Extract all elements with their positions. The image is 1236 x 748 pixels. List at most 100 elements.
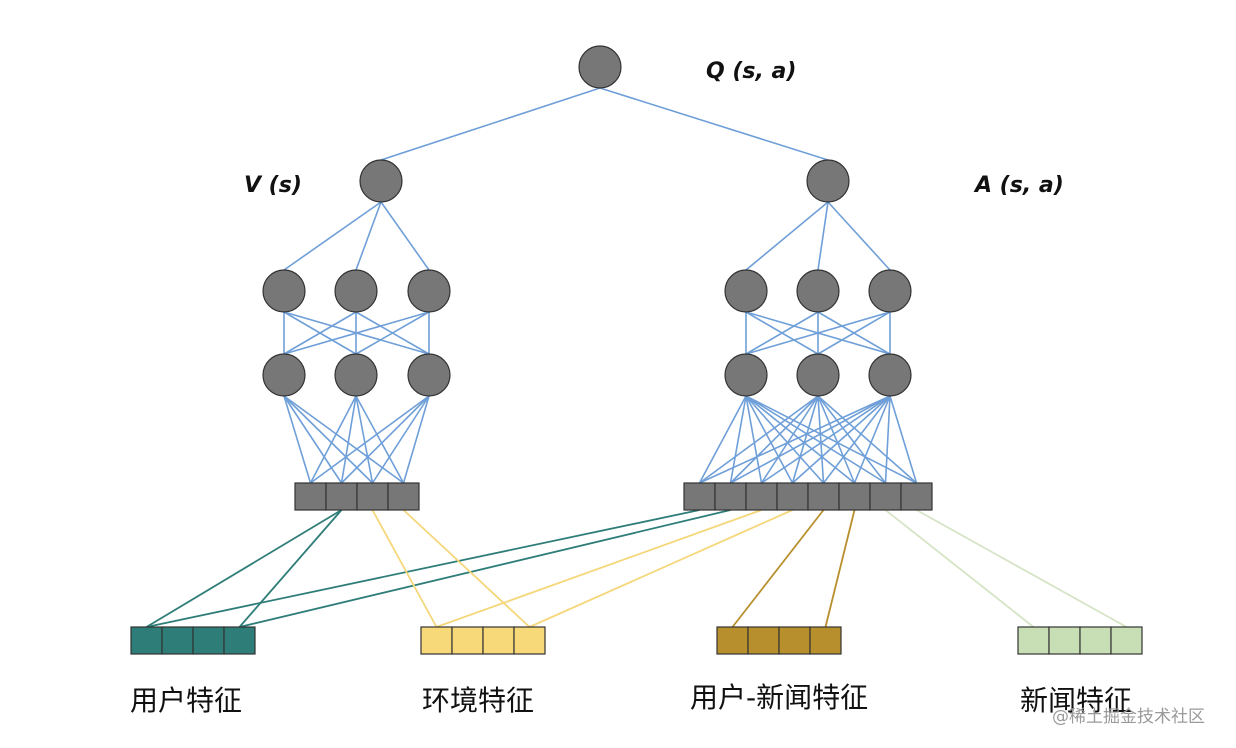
edge-r2-in-0-3 xyxy=(745,395,794,484)
edge-a-r1-1 xyxy=(817,201,829,271)
edge-l2-in-2-1 xyxy=(340,395,430,484)
feature-label-env: 环境特征 xyxy=(422,684,534,717)
edge-r2-in-1-1 xyxy=(729,395,819,484)
adv-input-cell-5 xyxy=(838,482,871,511)
news-feature-cell-3 xyxy=(1110,626,1143,655)
q-node xyxy=(578,45,622,89)
edge-l1-l2-1-0 xyxy=(283,311,357,355)
news-feature-cell-1 xyxy=(1048,626,1081,655)
adv-input-cell-6 xyxy=(869,482,902,511)
edge-a-r1-2 xyxy=(827,201,891,271)
edge-r2-in-0-4 xyxy=(745,395,825,484)
feature-label-news: 新闻特征 xyxy=(1020,684,1132,717)
link-user-left-a xyxy=(146,509,342,628)
user-feature-cell-3 xyxy=(223,626,256,655)
link-usernews-b xyxy=(824,509,856,628)
env-feature-cell-3 xyxy=(513,626,546,655)
edge-r2-in-2-1 xyxy=(730,395,891,484)
edge-r2-in-2-2 xyxy=(761,395,891,484)
edge-r2-in-2-7 xyxy=(889,395,918,484)
adv-input-cell-0 xyxy=(683,482,716,511)
edge-r2-in-1-5 xyxy=(817,395,856,484)
value-hidden2-node-0 xyxy=(262,353,306,397)
adv-hidden2-node-0 xyxy=(724,353,768,397)
edge-l2-in-0-2 xyxy=(283,395,374,484)
env-feature-cell-0 xyxy=(420,626,453,655)
adv-input-cell-3 xyxy=(776,482,809,511)
edge-r2-in-0-5 xyxy=(745,395,856,484)
edge-r2-in-2-0 xyxy=(699,395,891,484)
feature-blocks xyxy=(130,626,1143,655)
value-input-cell-0 xyxy=(294,482,327,511)
value-hidden2-node-1 xyxy=(334,353,378,397)
edge-l2-in-1-3 xyxy=(355,395,405,484)
user-news-feature-cell-1 xyxy=(747,626,780,655)
user-news-feature-cell-2 xyxy=(778,626,811,655)
value-hidden1-node-2 xyxy=(407,269,451,313)
edge-r1-r2-1-0 xyxy=(745,311,819,355)
edge-v-l1-0 xyxy=(283,201,382,271)
edge-l2-in-0-1 xyxy=(283,395,343,484)
edge-l1-l2-2-1 xyxy=(355,311,430,355)
edge-r2-in-2-4 xyxy=(822,395,891,484)
user-feature-cell-2 xyxy=(192,626,225,655)
edge-l2-in-2-3 xyxy=(402,395,430,484)
adv-hidden1-node-0 xyxy=(724,269,768,313)
edge-r2-in-1-4 xyxy=(817,395,825,484)
q-value-label: Q (s, a) xyxy=(706,59,796,84)
feature-label-user: 用户特征 xyxy=(130,684,242,717)
v-node xyxy=(359,159,403,203)
adv-input-cell-2 xyxy=(745,482,778,511)
edge-r2-in-1-7 xyxy=(817,395,918,484)
link-news-b xyxy=(916,509,1127,628)
edge-r1-r2-2-1 xyxy=(817,311,891,355)
edge-l2-in-1-0 xyxy=(309,395,357,484)
feature-label-user-news: 用户-新闻特征 xyxy=(690,681,868,714)
value-hidden1-node-0 xyxy=(262,269,306,313)
a-node xyxy=(806,159,850,203)
adv-input-cell-1 xyxy=(714,482,747,511)
edge-r1-r2-2-0 xyxy=(745,311,891,355)
edge-r2-in-0-2 xyxy=(745,395,763,484)
watermark: @稀土掘金技术社区 xyxy=(1052,707,1205,727)
network-nodes xyxy=(262,45,912,397)
link-env-right-b xyxy=(529,509,793,628)
edge-l2-in-0-0 xyxy=(283,395,312,484)
edge-r2-in-0-0 xyxy=(698,395,747,484)
news-feature-cell-0 xyxy=(1017,626,1050,655)
v-value-label: V (s) xyxy=(244,173,302,198)
edge-r2-in-0-6 xyxy=(745,395,886,484)
link-env-left-a xyxy=(371,509,438,628)
edge-l1-l2-2-0 xyxy=(283,311,430,355)
env-feature-cell-2 xyxy=(482,626,515,655)
edge-r2-in-1-2 xyxy=(760,395,819,484)
user-feature-cell-1 xyxy=(161,626,194,655)
edge-v-l1-2 xyxy=(380,201,430,271)
value-input-cell-2 xyxy=(356,482,389,511)
edge-r2-in-1-6 xyxy=(817,395,887,484)
adv-hidden2-node-2 xyxy=(868,353,912,397)
adv-hidden1-node-2 xyxy=(868,269,912,313)
edge-r2-in-1-3 xyxy=(791,395,819,484)
news-feature-cell-2 xyxy=(1079,626,1112,655)
edge-q-v xyxy=(380,87,601,161)
value-input-cell-3 xyxy=(387,482,420,511)
edge-l2-in-2-0 xyxy=(310,395,430,484)
edge-v-l1-1 xyxy=(355,201,382,271)
user-news-feature-cell-0 xyxy=(716,626,749,655)
user-feature-cell-0 xyxy=(130,626,163,655)
link-env-left-b xyxy=(402,509,531,628)
edge-l2-in-0-3 xyxy=(283,395,404,484)
input-embeddings xyxy=(294,482,933,511)
edge-r2-in-2-3 xyxy=(791,395,891,484)
env-feature-cell-1 xyxy=(451,626,484,655)
adv-input-cell-7 xyxy=(900,482,933,511)
edge-q-a xyxy=(599,87,829,161)
link-user-right-b xyxy=(239,509,731,628)
edge-r2-in-0-7 xyxy=(745,395,917,484)
link-news-a xyxy=(884,509,1035,628)
link-usernews-a xyxy=(731,509,825,628)
value-hidden1-node-1 xyxy=(334,269,378,313)
adv-hidden1-node-1 xyxy=(796,269,840,313)
